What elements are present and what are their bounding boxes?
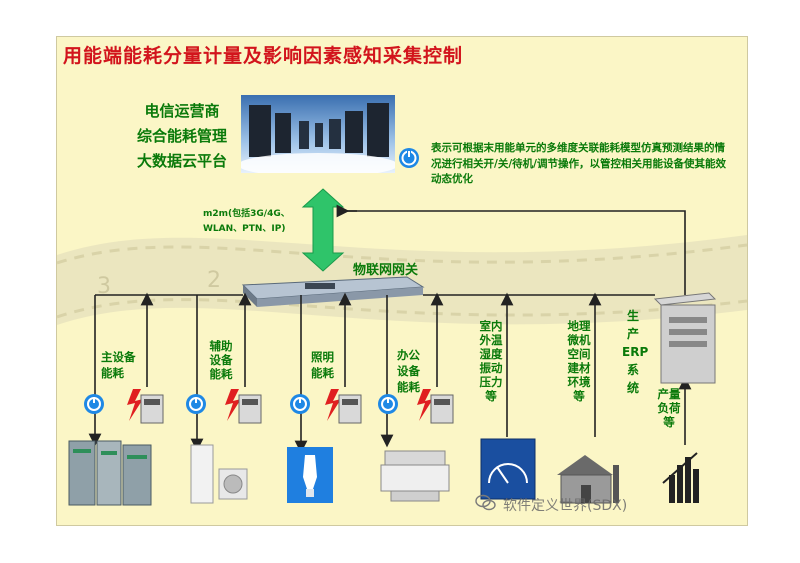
lighting-label: 照明能耗 bbox=[311, 350, 334, 380]
m2m-label-line-1: m2m(包括3G/4G、 bbox=[203, 209, 290, 219]
server-room-image bbox=[241, 95, 395, 173]
light-bulb-image bbox=[287, 447, 333, 503]
iot-gateway-label: 物联网网关 bbox=[353, 263, 419, 278]
erp-system-label: 生产ERP系统 bbox=[622, 309, 649, 395]
cloud-label-line-1: 电信运营商 bbox=[144, 102, 220, 120]
air-conditioner-image bbox=[190, 444, 248, 504]
connection-diagram bbox=[68, 188, 717, 506]
cloud-platform-label: 电信运营商 综合能耗管理 大数据云平台 bbox=[87, 99, 277, 174]
production-chart-image bbox=[662, 452, 699, 503]
svg-text:3: 3 bbox=[97, 274, 111, 299]
production-load-label: 产量负荷等 bbox=[657, 387, 681, 429]
device-power-icons bbox=[84, 394, 398, 414]
cloud-label-line-3: 大数据云平台 bbox=[136, 152, 227, 170]
uplink-double-arrow bbox=[301, 188, 345, 272]
meter-group bbox=[127, 389, 454, 424]
gauge-image bbox=[480, 438, 536, 500]
m2m-label-line-2: WLAN、PTN、IP) bbox=[203, 224, 286, 234]
svg-text:2: 2 bbox=[207, 268, 221, 293]
m2m-label: m2m(包括3G/4G、 WLAN、PTN、IP) bbox=[203, 207, 323, 237]
main-equipment-label: 主设备能耗 bbox=[101, 349, 145, 381]
wechat-icon bbox=[475, 494, 496, 511]
geo-env-label: 地理微机空间建材环境等 bbox=[567, 319, 591, 403]
control-description: 表示可根据末用能单元的多维度关联能耗模型仿真预测结果的情况进行相关开/关/待机/… bbox=[431, 142, 727, 185]
erp-server-image bbox=[653, 292, 717, 384]
env-sensors-label: 室内外温湿度振动压力等 bbox=[479, 319, 503, 403]
house-image bbox=[557, 455, 619, 504]
printer-image bbox=[380, 450, 450, 502]
main-equipment-text: 主设备能耗 bbox=[101, 350, 136, 380]
diagram-title: 用能端能耗分量计量及影响因素感知采集控制 bbox=[63, 45, 464, 67]
office-equipment-label: 办公设备能耗 bbox=[397, 348, 420, 394]
aux-equipment-label: 辅助设备能耗 bbox=[209, 339, 233, 381]
watermark-text: 软件定义世界(SDX) bbox=[503, 498, 628, 514]
erp-to-cloud-line bbox=[343, 210, 686, 295]
iot-gateway-device bbox=[241, 276, 425, 307]
equipment-racks-image bbox=[68, 440, 152, 506]
cloud-label-line-2: 综合能耗管理 bbox=[136, 127, 227, 145]
power-icon bbox=[399, 148, 419, 168]
diagram-frame: 3 2 用能端能耗分量计量及影响因素感知采集控制 电信运营商 综合能耗管理 大数… bbox=[56, 36, 748, 526]
